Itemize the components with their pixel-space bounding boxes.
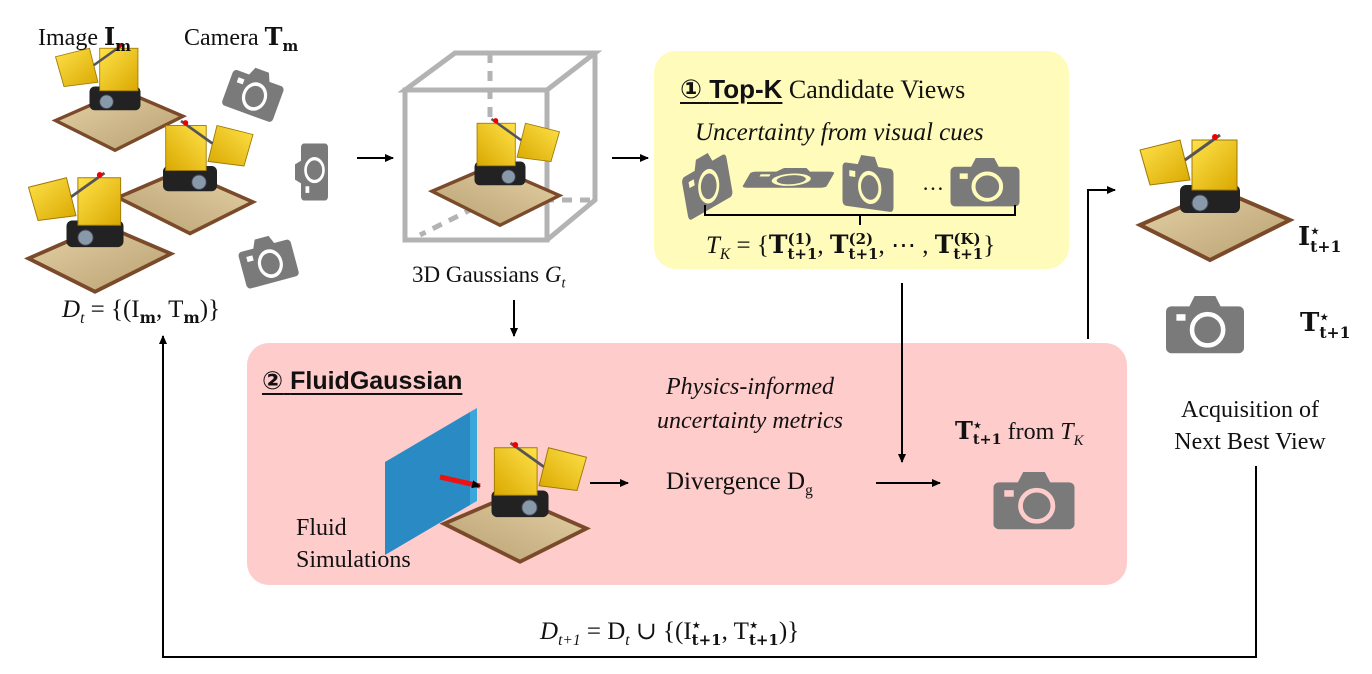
topk-title: ① Top-K Candidate Views [680, 74, 966, 104]
fluidgaussian-heading: ② FluidGaussian [262, 367, 463, 395]
gaussians-label: 3D Gaussians Gt [412, 262, 566, 292]
camera-icon [293, 141, 330, 203]
candidate-set-formula: TK = {T(1)t+1, T(2)t+1, ⋯ , T(K)t+1} [706, 230, 996, 264]
topk-heading: ① Top-K [680, 74, 783, 104]
selected-camera-icon [994, 472, 1075, 529]
selected-view-label: T⋆t+1 from TK [955, 416, 1084, 449]
camera-icon [219, 59, 290, 125]
candidates-brace [704, 205, 1016, 225]
fluid-simulations-label: Fluid Simulations [296, 515, 411, 573]
arrow-loop-update [159, 335, 1257, 658]
camera-icon [233, 228, 302, 292]
image-label: Image Im [38, 22, 131, 55]
nbv-image [1138, 132, 1292, 262]
nbv-caption: Acquisition of Next Best View [1174, 397, 1326, 455]
divergence-label: Divergence Dg [666, 468, 813, 499]
force-arrow [439, 474, 481, 489]
gaussians-excavator [430, 116, 562, 227]
candidate-camera-icon [843, 152, 894, 212]
candidate-camera-icon [951, 158, 1020, 206]
candidate-camera-icon [680, 144, 733, 222]
update-formula: Dt+1 = Dt ∪ {(I⋆t+1, T⋆t+1)} [540, 616, 800, 650]
camera-label: Camera Tm [184, 22, 299, 55]
nbv-camera-icon [1166, 296, 1244, 353]
candidate-camera-icon [742, 168, 837, 188]
physics-metrics-label: Physics-informed uncertainty metrics [657, 374, 843, 434]
input-image-1 [53, 41, 185, 152]
arrow-fluid-to-nbv [1087, 186, 1116, 339]
topk-subtitle: Uncertainty from visual cues [695, 119, 984, 146]
nbv-camera-symbol: T⋆t+1 [1300, 307, 1351, 343]
nbv-image-symbol: I⋆t+1 [1298, 221, 1342, 257]
candidates-ellipsis: … [922, 170, 944, 195]
dataset-formula: Dt = {(Im, Tm)} [62, 296, 221, 327]
